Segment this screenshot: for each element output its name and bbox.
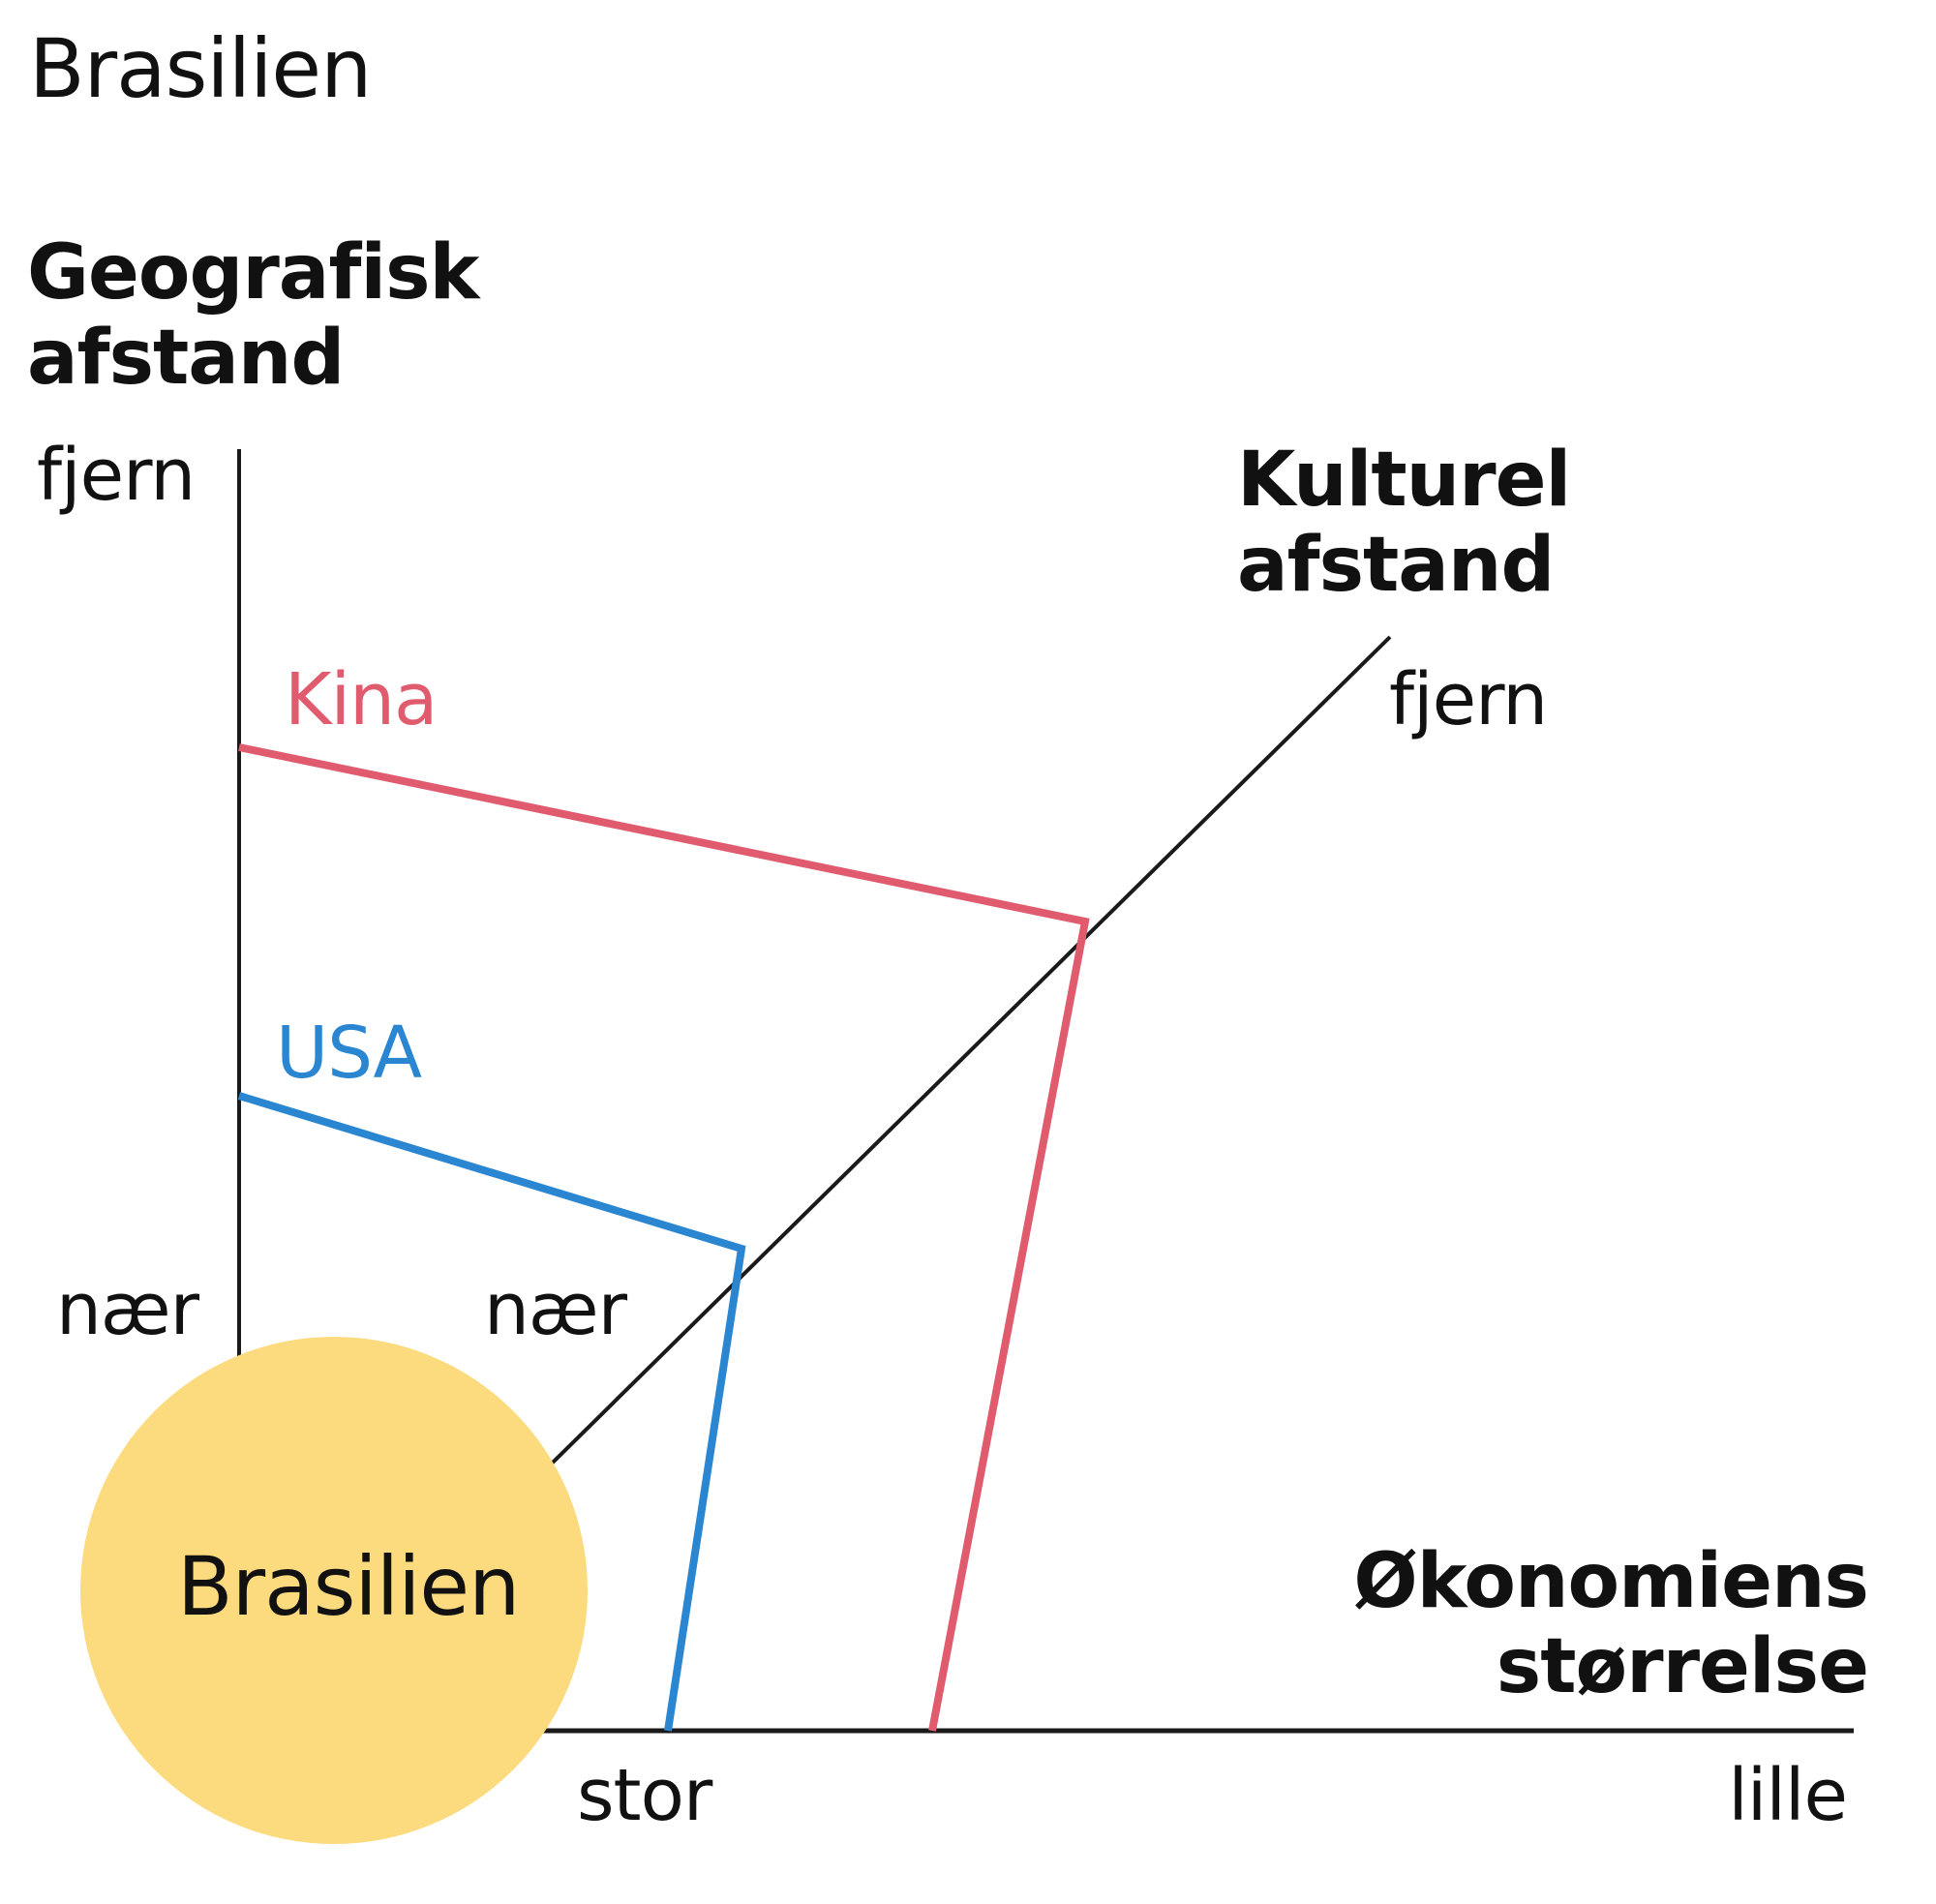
kina-label: Kina (285, 658, 438, 741)
geographic-far-label: fjern (37, 434, 196, 517)
geographic-axis-title: Geografisk afstand (27, 229, 479, 402)
brasilien-circle (80, 1337, 588, 1844)
diagram-title: Brasilien (29, 21, 372, 116)
kina-profile-line (238, 743, 1090, 1732)
geographic-near-label: nær (56, 1268, 199, 1351)
usa-label: USA (276, 1012, 422, 1095)
cultural-axis-line (424, 635, 1392, 1589)
economy-axis-title: Økonomiens størrelse (1353, 1538, 1869, 1710)
economy-small-label: lille (1728, 1754, 1848, 1837)
cultural-axis-title: Kulturel afstand (1237, 437, 1571, 609)
cultural-far-label: fjern (1389, 658, 1548, 741)
geographic-axis-title-line2: afstand (27, 315, 345, 402)
cultural-axis-title-line1: Kulturel (1237, 437, 1571, 524)
economy-large-label: stor (577, 1754, 712, 1837)
usa-profile-line (237, 1092, 746, 1732)
economy-axis-title-line1: Økonomiens (1353, 1538, 1869, 1625)
economy-axis-title-line2: størrelse (1496, 1623, 1869, 1710)
brasilien-circle-label: Brasilien (177, 1539, 520, 1634)
cultural-near-label: nær (484, 1268, 627, 1351)
geographic-axis-title-line1: Geografisk (27, 229, 479, 317)
cultural-axis-title-line2: afstand (1237, 522, 1555, 609)
